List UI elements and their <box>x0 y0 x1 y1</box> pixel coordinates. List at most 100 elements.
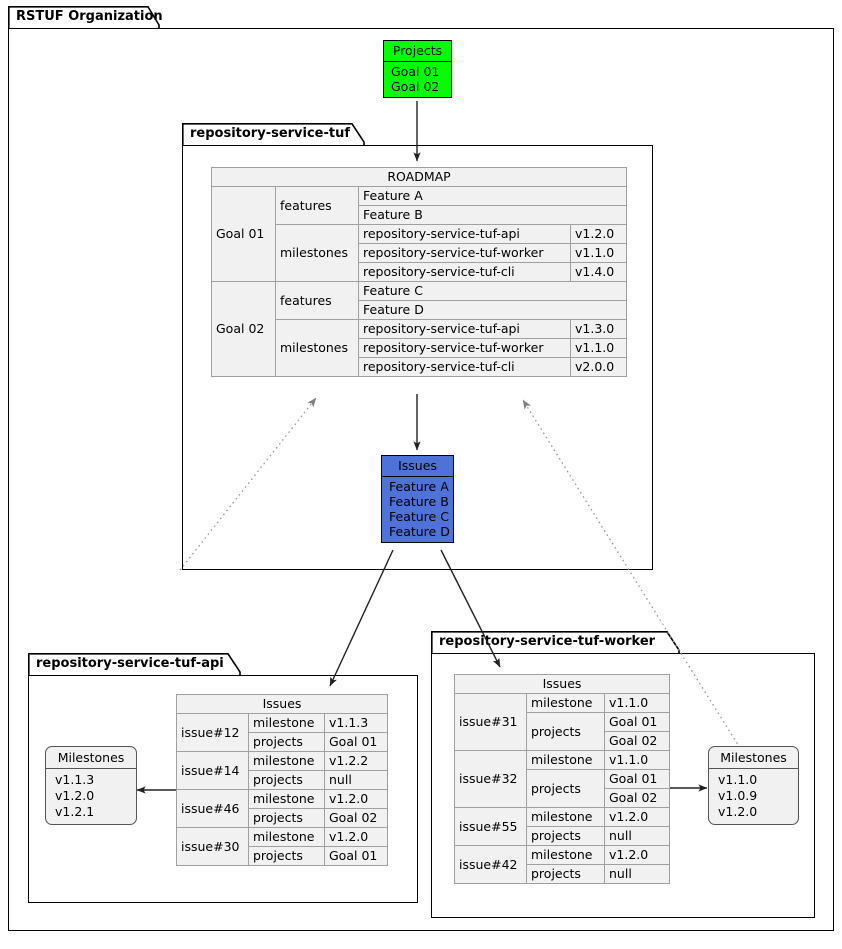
roadmap-header-row: ROADMAP <box>210 167 628 187</box>
roadmap-version-3: v1.1.0 <box>569 243 628 263</box>
api-issue-field-7: projects <box>248 846 325 866</box>
worker-issue-value-3: v1.1.0 <box>603 750 671 770</box>
roadmap-name-2: repository-service-tuf-api <box>358 224 571 244</box>
package-tab-rstuf-organization: RSTUF Organization <box>8 6 163 30</box>
api-issue-value-0: v1.1.3 <box>323 713 389 733</box>
worker-issue-field-8: milestone <box>526 845 605 865</box>
api-issue-field-5: projects <box>248 808 325 828</box>
worker-issue-value-1: Goal 01 <box>603 712 671 732</box>
worker-issue-field-9: projects <box>526 864 605 884</box>
api-issue-field-1: projects <box>248 732 325 752</box>
api-issue-header-row: Issues <box>175 694 389 714</box>
roadmap-kind-7: milestones <box>275 319 359 377</box>
worker-milestones-items-0: v1.1.0 <box>718 772 758 787</box>
issues-node-items-2: Feature C <box>389 509 449 524</box>
worker-issue-value-0: v1.1.0 <box>603 693 671 713</box>
api-issue-value-1: Goal 01 <box>323 732 389 752</box>
roadmap-row: Feature D <box>212 300 628 320</box>
roadmap-name-8: repository-service-tuf-worker <box>358 338 571 358</box>
api-issue-field-3: projects <box>248 770 325 790</box>
api-milestones-items-0: v1.1.3 <box>55 772 95 787</box>
issues-node-items-1: Feature B <box>389 494 449 509</box>
worker-issue-field-0: milestone <box>526 693 605 713</box>
roadmap-name-7: repository-service-tuf-api <box>358 319 571 339</box>
worker-milestones-items-2: v1.2.0 <box>718 804 758 819</box>
roadmap-name-1: Feature B <box>357 205 628 225</box>
package-tab-repository-service-tuf-worker: repository-service-tuf-worker <box>431 631 680 655</box>
api-issue-field-0: milestone <box>248 713 325 733</box>
worker-issue-value-6: v1.2.0 <box>603 807 671 827</box>
roadmap-goal-5: Goal 02 <box>211 281 276 377</box>
worker-issue-row: Goal 02 <box>455 788 671 808</box>
api-issue-issue-0: issue#12 <box>176 713 249 752</box>
roadmap-goal-0: Goal 01 <box>211 186 276 282</box>
package-title-repository-service-tuf-worker: repository-service-tuf-worker <box>439 634 656 649</box>
roadmap-version-2: v1.2.0 <box>569 224 628 244</box>
worker-issue-issue-8: issue#42 <box>454 845 527 884</box>
worker-issue-header-row: Issues <box>453 674 671 694</box>
roadmap-kind-5: features <box>275 281 359 320</box>
worker-issue-field-3: milestone <box>526 750 605 770</box>
api-issue-value-2: v1.2.2 <box>323 751 389 771</box>
roadmap-name-4: repository-service-tuf-cli <box>358 262 571 282</box>
worker-issue-value-8: v1.2.0 <box>603 845 671 865</box>
api-issue-field-2: milestone <box>248 751 325 771</box>
worker-issue-value-7: null <box>603 826 671 846</box>
api-issue-value-3: null <box>323 770 389 790</box>
roadmap-kind-0: features <box>275 186 359 225</box>
api-issue-value-7: Goal 01 <box>323 846 389 866</box>
worker-issue-field-4: projects <box>526 769 605 808</box>
worker-issue-value-9: null <box>603 864 671 884</box>
api-issue-issue-2: issue#14 <box>176 751 249 790</box>
package-title-rstuf-organization: RSTUF Organization <box>16 9 163 24</box>
api-issue-field-4: milestone <box>248 789 325 809</box>
roadmap-title: ROADMAP <box>210 167 628 187</box>
roadmap-version-9: v2.0.0 <box>569 357 628 377</box>
api-milestones-items-1: v1.2.0 <box>55 788 95 803</box>
worker-issue-value-5: Goal 02 <box>603 788 671 808</box>
worker-issue-value-2: Goal 02 <box>603 731 671 751</box>
api-issue-value-6: v1.2.0 <box>323 827 389 847</box>
worker-issue-field-7: projects <box>526 826 605 846</box>
roadmap-name-0: Feature A <box>357 186 628 206</box>
api-issue-value-4: v1.2.0 <box>323 789 389 809</box>
roadmap-name-9: repository-service-tuf-cli <box>358 357 571 377</box>
api-issue-field-6: milestone <box>248 827 325 847</box>
roadmap-version-4: v1.4.0 <box>569 262 628 282</box>
projects-node-items-1: Goal 02 <box>391 79 440 94</box>
worker-issue-issue-6: issue#55 <box>454 807 527 846</box>
api-issue-issue-4: issue#46 <box>176 789 249 828</box>
roadmap-name-5: Feature C <box>357 281 628 301</box>
worker-issue-issue-0: issue#31 <box>454 693 527 751</box>
api-issue-issue-6: issue#30 <box>176 827 249 866</box>
worker-issue-row: Goal 02 <box>455 731 671 751</box>
api-milestones-items-2: v1.2.1 <box>55 804 95 819</box>
